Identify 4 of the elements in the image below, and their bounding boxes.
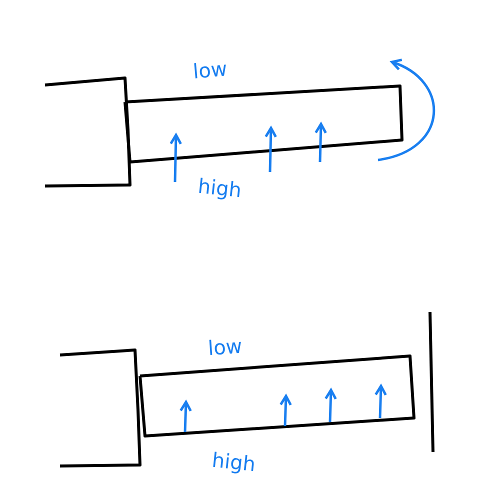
pressure-label: low	[192, 58, 228, 82]
pressure-label: high	[211, 450, 257, 474]
pressure-label: high	[197, 176, 243, 200]
pressure-label: low	[207, 336, 243, 358]
